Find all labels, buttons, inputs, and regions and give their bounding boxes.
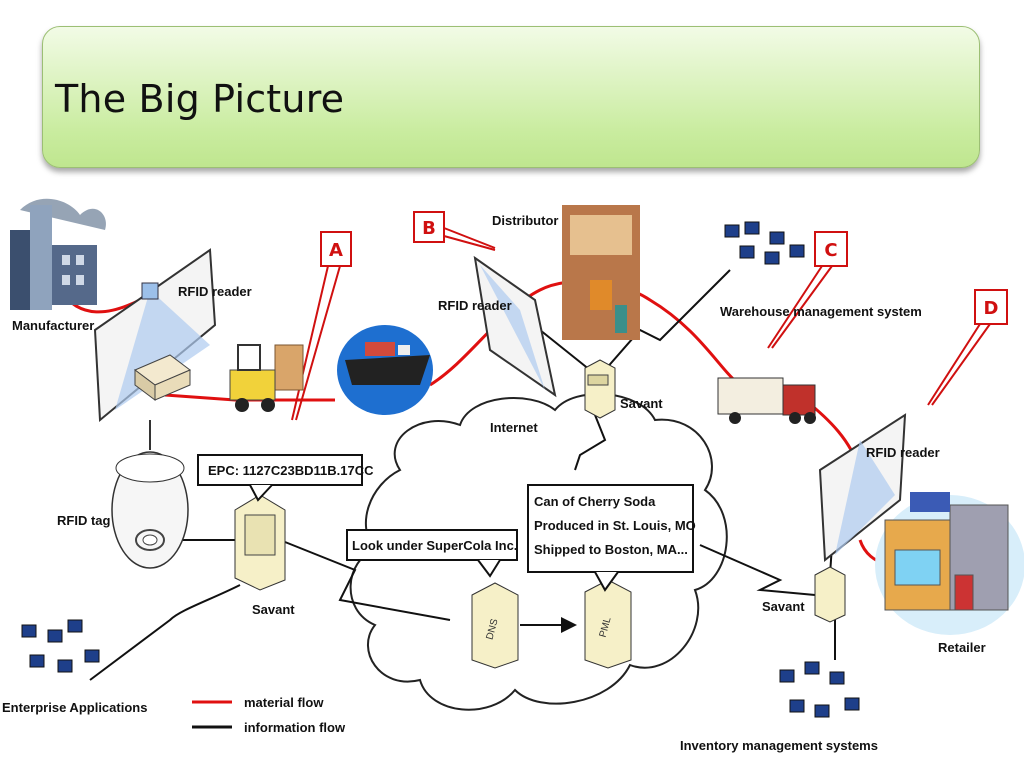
label-warehouse: Warehouse management system bbox=[720, 304, 922, 319]
enterprise-computers-icon bbox=[21, 619, 100, 673]
rfid-tag-icon bbox=[111, 420, 189, 569]
dns-label: DNS bbox=[485, 617, 501, 641]
label-rfid-reader-1: RFID reader bbox=[178, 284, 252, 299]
cherry-line-2: Produced in St. Louis, MO bbox=[534, 518, 696, 533]
factory-icon bbox=[10, 198, 106, 310]
label-internet: Internet bbox=[490, 420, 538, 435]
savant-server-1 bbox=[584, 359, 616, 419]
inventory-computers-icon bbox=[779, 661, 860, 718]
label-distributor: Distributor bbox=[492, 213, 558, 228]
retailer-store-icon bbox=[875, 492, 1024, 635]
savant-server-2 bbox=[234, 494, 286, 591]
label-savant-3: Savant bbox=[762, 599, 805, 614]
label-savant-1: Savant bbox=[620, 396, 663, 411]
supercola-callout: Look under SuperCola Inc. bbox=[346, 529, 518, 578]
label-rfid-reader-3: RFID reader bbox=[866, 445, 940, 460]
rfid-reader-panel-2 bbox=[473, 255, 557, 398]
epc-callout: EPC: 1127C23BD11B.17CC bbox=[197, 454, 374, 502]
warehouse-computers-icon bbox=[724, 221, 805, 265]
label-retailer: Retailer bbox=[938, 640, 986, 655]
slide-title: The Big Picture bbox=[55, 77, 345, 121]
forklift-icon bbox=[229, 344, 304, 412]
letter-c: C bbox=[824, 240, 837, 261]
legend: material flow information flow bbox=[192, 695, 346, 735]
supercola-text: Look under SuperCola Inc. bbox=[352, 538, 517, 553]
cherry-soda-callout: Can of Cherry Soda Produced in St. Louis… bbox=[527, 484, 696, 592]
truck-icon bbox=[717, 377, 816, 424]
legend-material-label: material flow bbox=[244, 695, 324, 710]
title-banner: The Big Picture bbox=[42, 26, 980, 168]
label-rfid-reader-2: RFID reader bbox=[438, 298, 512, 313]
label-rfid-tag: RFID tag bbox=[57, 513, 111, 528]
cherry-line-3: Shipped to Boston, MA... bbox=[534, 542, 688, 557]
label-inventory: Inventory management systems bbox=[680, 738, 878, 753]
letter-b: B bbox=[422, 218, 436, 239]
distributor-warehouse-icon bbox=[562, 205, 640, 340]
cherry-line-1: Can of Cherry Soda bbox=[534, 494, 656, 509]
letter-a: A bbox=[329, 240, 343, 261]
pml-server: PML bbox=[584, 579, 632, 669]
legend-information-label: information flow bbox=[244, 720, 346, 735]
label-enterprise: Enterprise Applications bbox=[2, 700, 147, 715]
package-box bbox=[134, 354, 191, 401]
callout-letters: A B C D bbox=[291, 211, 1008, 421]
ship-icon bbox=[337, 325, 433, 415]
rfid-reader-panel-3 bbox=[818, 413, 907, 562]
savant-server-3 bbox=[814, 566, 846, 623]
dns-server: DNS bbox=[471, 582, 519, 669]
pml-label: PML bbox=[598, 616, 614, 639]
letter-d: D bbox=[984, 298, 999, 319]
epc-text: EPC: 1127C23BD11B.17CC bbox=[208, 463, 374, 478]
label-manufacturer: Manufacturer bbox=[12, 318, 94, 333]
label-savant-2: Savant bbox=[252, 602, 295, 617]
